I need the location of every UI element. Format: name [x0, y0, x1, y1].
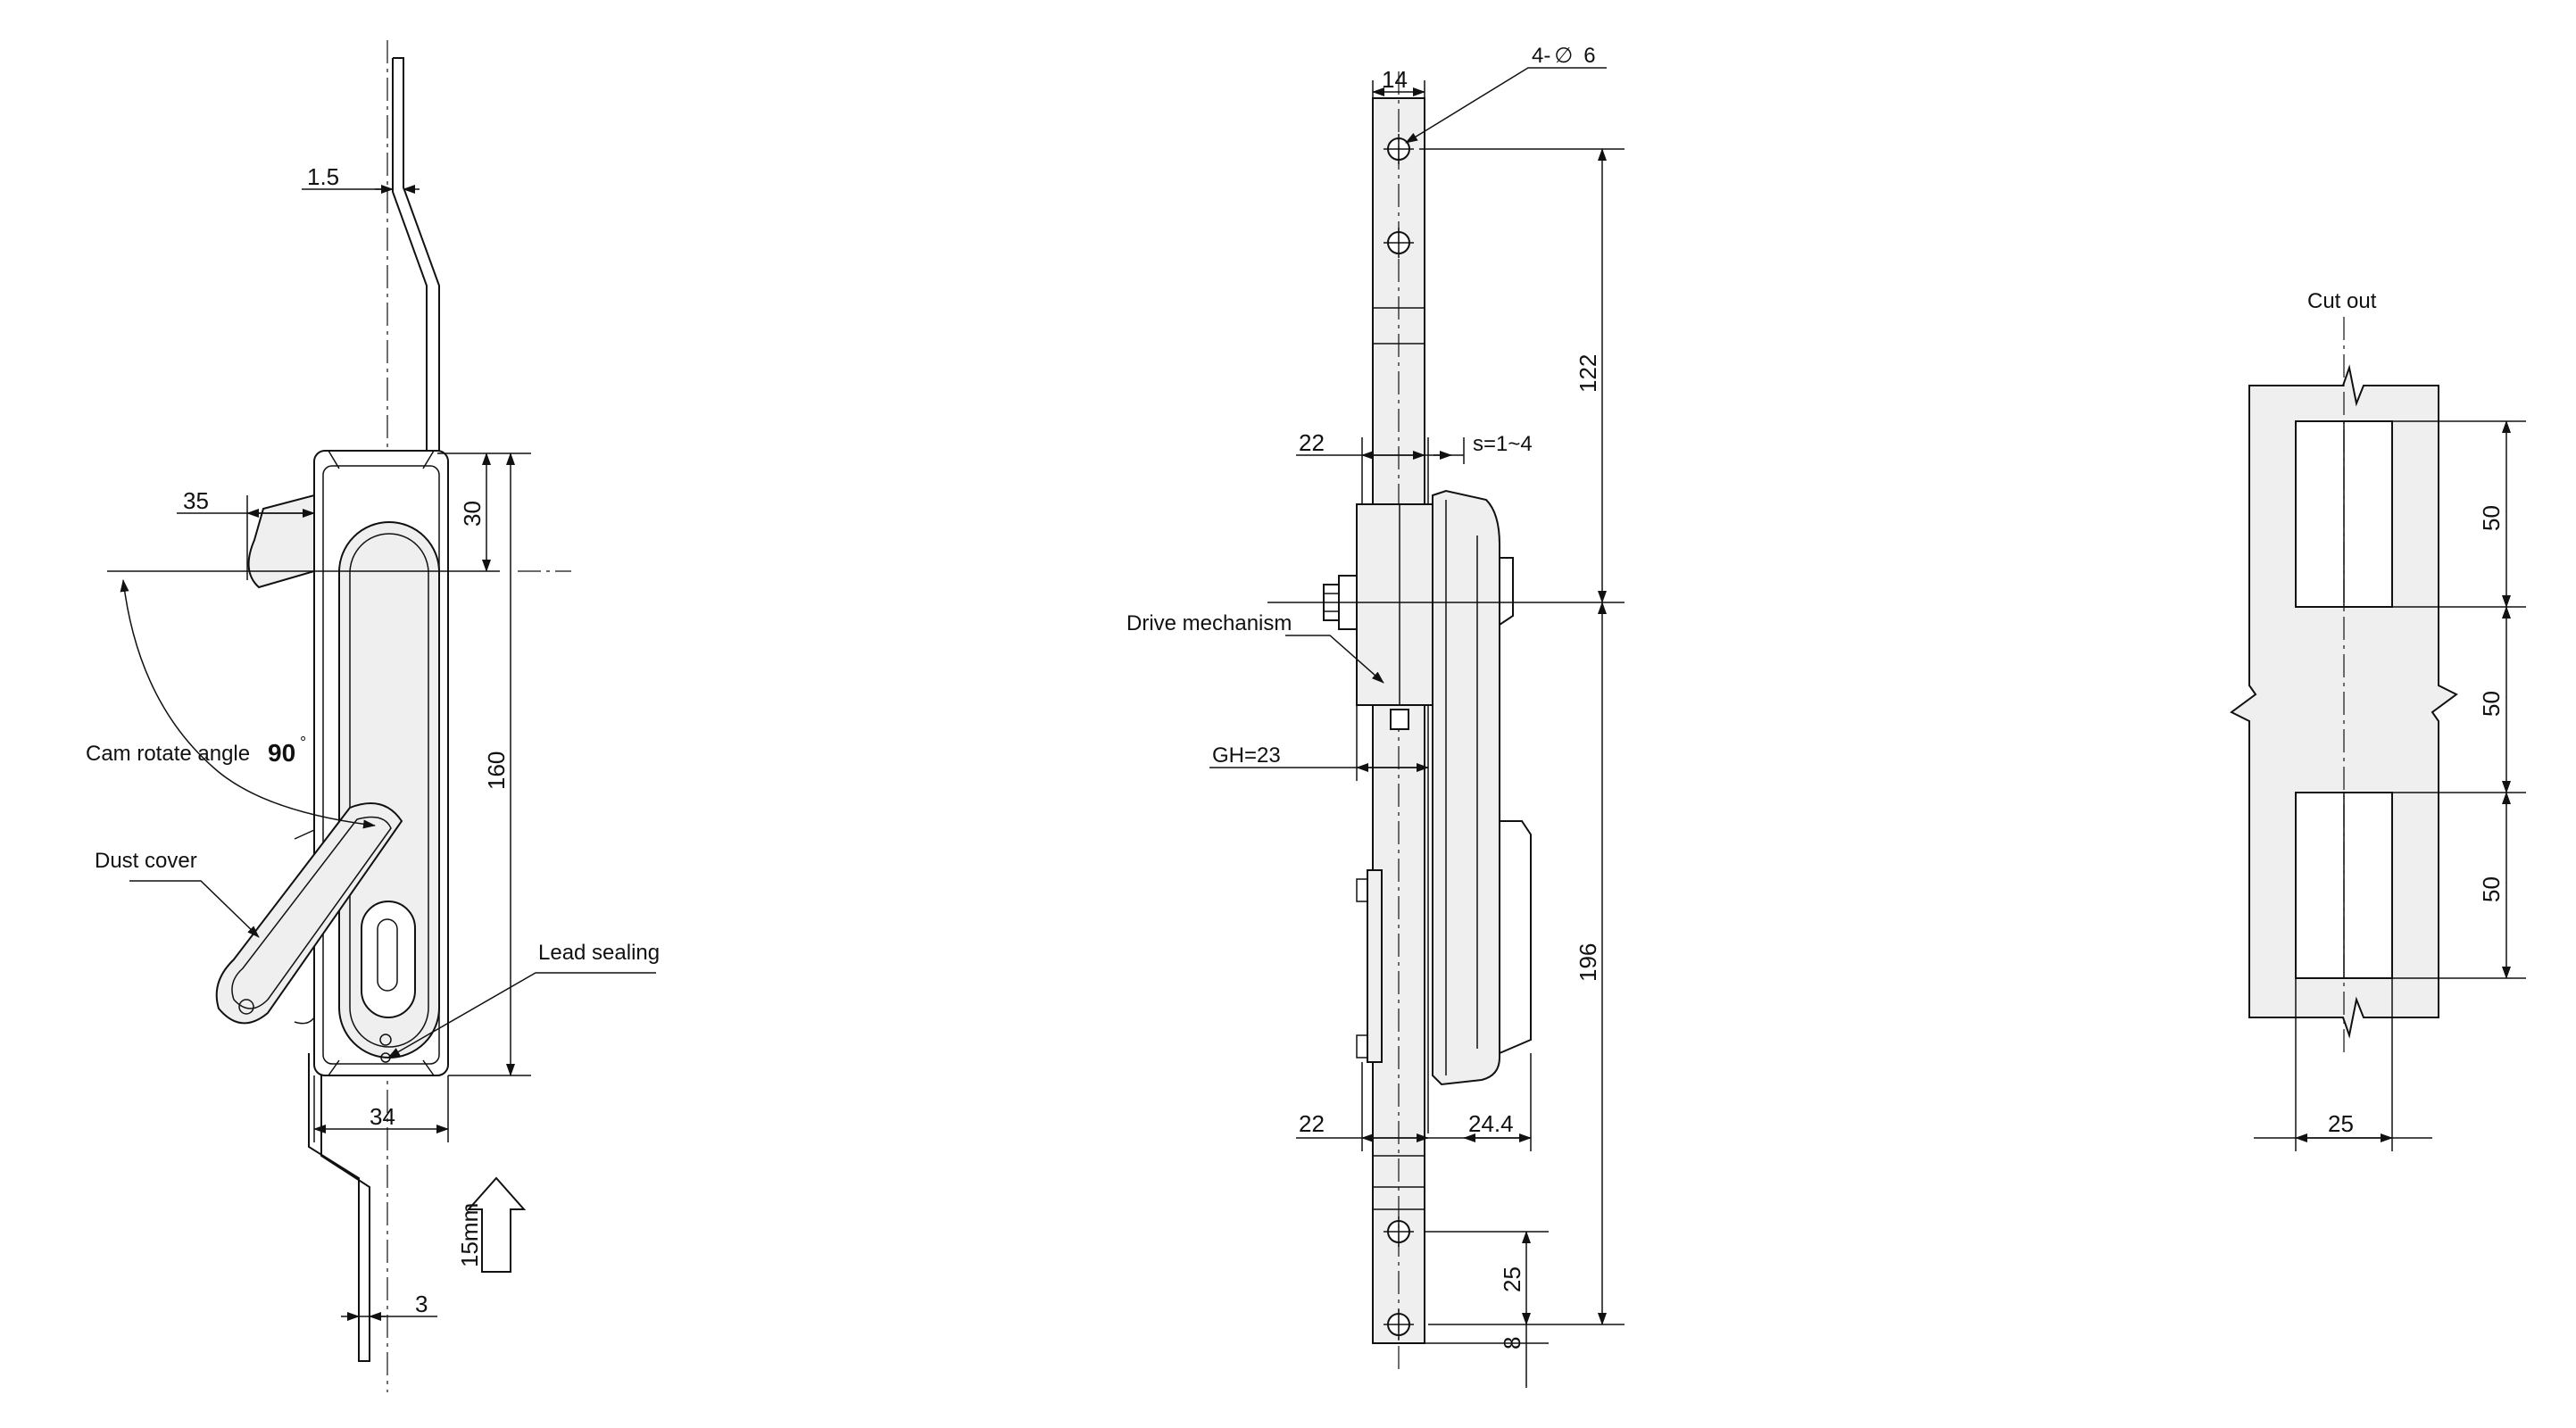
holes-prefix: 4-	[1532, 44, 1550, 68]
degree-symbol: °	[300, 734, 306, 751]
dim-bottom-rod: 3	[415, 1291, 428, 1317]
rod-top	[392, 57, 440, 455]
dim-width: 34	[370, 1103, 395, 1130]
dim-50-c: 50	[2478, 876, 2505, 902]
dim-height: 160	[483, 751, 510, 790]
handle-profile	[1432, 489, 1500, 1086]
label-drive-mechanism: Drive mechanism	[1126, 611, 1292, 635]
cutout-title: Cut out	[2307, 289, 2377, 313]
dim-24-4: 24.4	[1468, 1110, 1514, 1137]
cam	[247, 494, 315, 589]
label-lead-sealing: Lead sealing	[538, 941, 660, 965]
cam-angle-value: 90	[268, 739, 295, 767]
holes-label: 4-∅ 6	[1532, 44, 1596, 68]
travel-arrow	[466, 1176, 527, 1273]
dim-25-side: 25	[1499, 1266, 1525, 1292]
label-cam-angle: Cam rotate angle	[86, 742, 250, 766]
front-view: 1.5 35 30 160 Cam rotate angle 90 ° Dust…	[86, 40, 660, 1392]
dim-22-bottom: 22	[1299, 1110, 1325, 1137]
dim-50-b: 50	[2478, 691, 2505, 717]
dim-50-a: 50	[2478, 505, 2505, 531]
dim-8: 8	[1499, 1337, 1525, 1349]
holes-phi: ∅	[1554, 44, 1573, 68]
side-view: 14 4-∅ 6 122 196 22 s=1~4 Drive mechanism…	[1126, 44, 1625, 1388]
label-dust-cover: Dust cover	[95, 849, 197, 873]
dim-122: 122	[1575, 354, 1601, 393]
dim-top: 30	[459, 501, 486, 527]
rod-bottom	[308, 1053, 370, 1362]
dim-bar-width: 14	[1382, 66, 1408, 93]
cam-angle-arc	[120, 579, 376, 829]
dust-cover	[215, 802, 403, 1025]
travel-label: 15mm	[456, 1203, 483, 1267]
holes-size: 6	[1583, 44, 1595, 68]
dim-handle-offset: 35	[183, 487, 209, 514]
label-gh: GH=23	[1212, 743, 1281, 768]
dim-196: 196	[1575, 943, 1601, 982]
dim-25-cutout: 25	[2328, 1110, 2354, 1137]
dim-22-top: 22	[1299, 429, 1325, 456]
cutout-view: Cut out 50 50 50 25	[2230, 289, 2526, 1151]
dim-s: s=1~4	[1473, 432, 1533, 456]
dim-rod-thickness: 1.5	[307, 163, 339, 190]
